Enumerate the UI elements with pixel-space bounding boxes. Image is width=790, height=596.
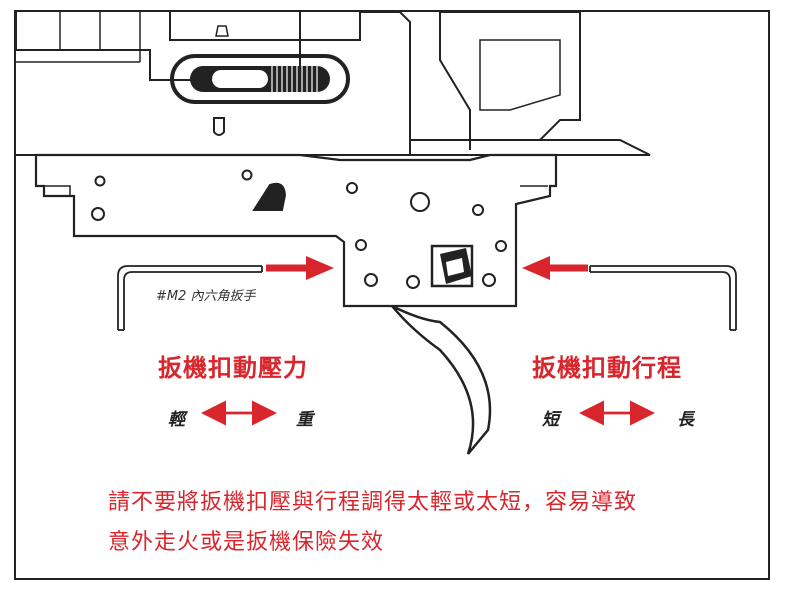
tool-label: #M2 內六角扳手	[156, 289, 256, 304]
travel-high-label: 長	[677, 410, 694, 430]
hex-wrench-left	[117, 265, 263, 331]
safety-selector	[170, 25, 350, 136]
trigger-blade	[391, 304, 492, 455]
travel-low-label: 短	[542, 410, 559, 430]
warning-line-2: 意外走火或是扳機保險失效	[108, 530, 385, 555]
adjustment-screw	[430, 244, 474, 288]
housing-holes	[91, 169, 507, 289]
insertion-arrows	[266, 256, 588, 280]
pressure-high-label: 重	[296, 410, 313, 430]
pressure-low-label: 輕	[168, 410, 185, 430]
warning-line-1: 請不要將扳機扣壓與行程調得太輕或太短，容易導致	[108, 490, 638, 515]
warning-text: 請不要將扳機扣壓與行程調得太輕或太短，容易導致 意外走火或是扳機保險失效	[108, 483, 748, 563]
heading-trigger-travel: 扳機扣動行程	[532, 354, 682, 382]
upper-receiver	[15, 11, 651, 156]
hex-wrench-right	[589, 265, 737, 331]
heading-trigger-pressure: 扳機扣動壓力	[158, 354, 308, 382]
trigger-housing	[34, 153, 558, 308]
